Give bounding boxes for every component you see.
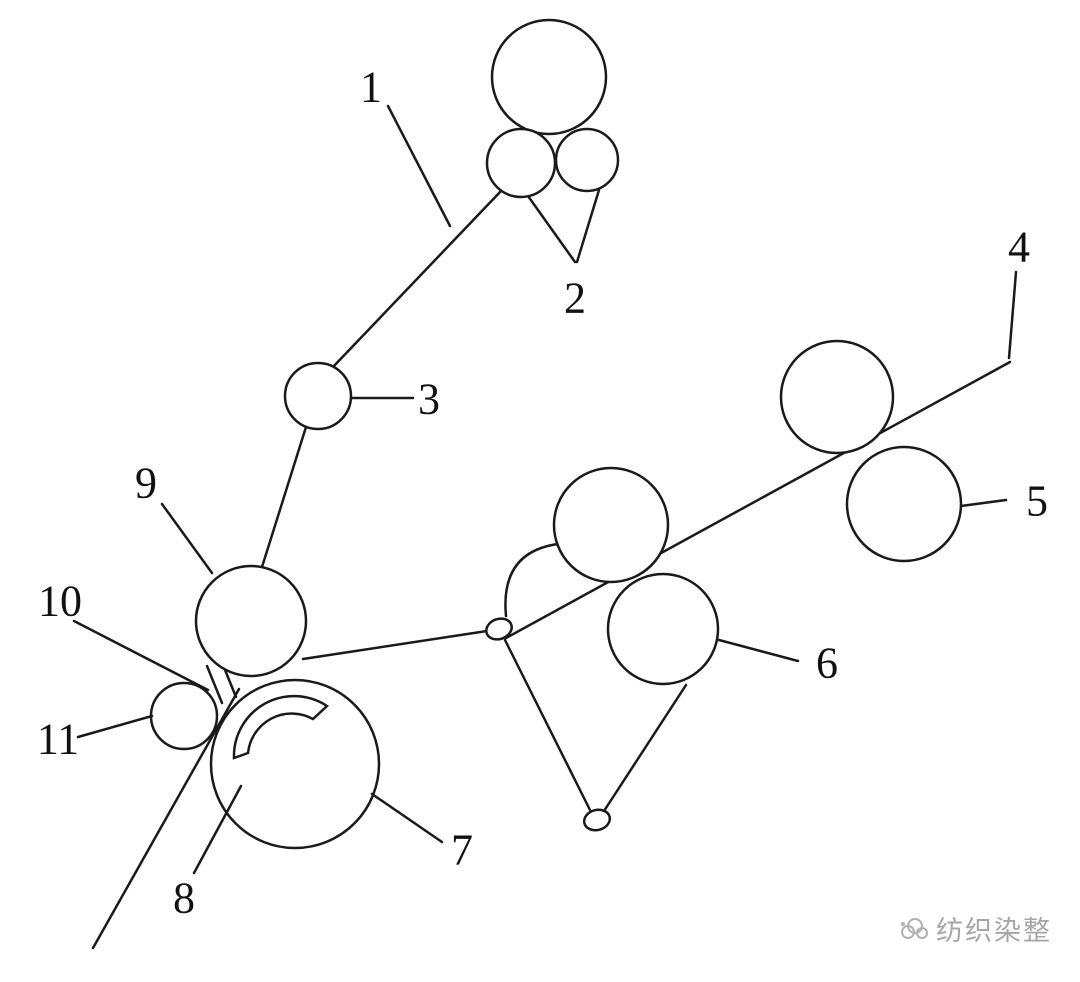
roller-9 <box>194 564 308 678</box>
watermark-text: 纺织染整 <box>936 916 1052 947</box>
watermark-logo-icon <box>901 917 928 939</box>
roller-6 <box>606 572 720 686</box>
leader-4 <box>1007 270 1018 360</box>
leader-11 <box>76 714 154 739</box>
pointer-2-right-line <box>575 188 601 264</box>
yarn-top-to-guide3 <box>330 189 503 370</box>
leader-8 <box>192 784 243 875</box>
roller-11 <box>149 681 219 751</box>
leader-7 <box>370 792 444 844</box>
yarn-eyelet-to-mid-roller <box>504 542 560 618</box>
label-1: 1 <box>360 63 382 112</box>
leader-10 <box>72 619 210 692</box>
leader-5 <box>959 498 1008 508</box>
roller-right-upper <box>779 339 895 455</box>
yarn-long-diagonal <box>504 360 1012 640</box>
leader-1 <box>386 104 452 228</box>
leader-9 <box>160 502 214 575</box>
label-6: 6 <box>816 639 838 688</box>
guide-3 <box>283 361 353 431</box>
yarn-guide3-to-roller9 <box>260 425 308 569</box>
roller-2-left <box>485 127 557 199</box>
label-5: 5 <box>1026 477 1048 526</box>
apron-line-1 <box>205 664 224 705</box>
roller-5 <box>845 445 963 563</box>
label-9: 9 <box>135 459 157 508</box>
yarn-eyelet-a-to-b <box>503 638 592 812</box>
label-10: 10 <box>38 577 82 626</box>
pointer-2-left-line <box>526 194 577 264</box>
guide-eyelet-b <box>582 808 612 832</box>
roller-top-large <box>490 18 608 136</box>
watermark: 纺织染整 <box>896 909 1052 948</box>
label-4: 4 <box>1008 223 1030 272</box>
yarn-eyelet-b-to-roller6 <box>602 683 688 813</box>
label-3: 3 <box>418 375 440 424</box>
label-8: 8 <box>173 874 195 923</box>
roller-mid-upper <box>552 466 670 584</box>
guide-eyelet-a <box>485 617 513 641</box>
roller-2-right <box>554 127 620 193</box>
label-2: 2 <box>564 274 586 323</box>
label-7: 7 <box>451 826 473 875</box>
crescent-arc <box>232 694 330 760</box>
label-11: 11 <box>37 715 79 764</box>
yarn-bottom-left <box>91 687 241 950</box>
yarn-roller9-to-eyelet <box>301 629 489 661</box>
leader-6 <box>717 638 800 663</box>
